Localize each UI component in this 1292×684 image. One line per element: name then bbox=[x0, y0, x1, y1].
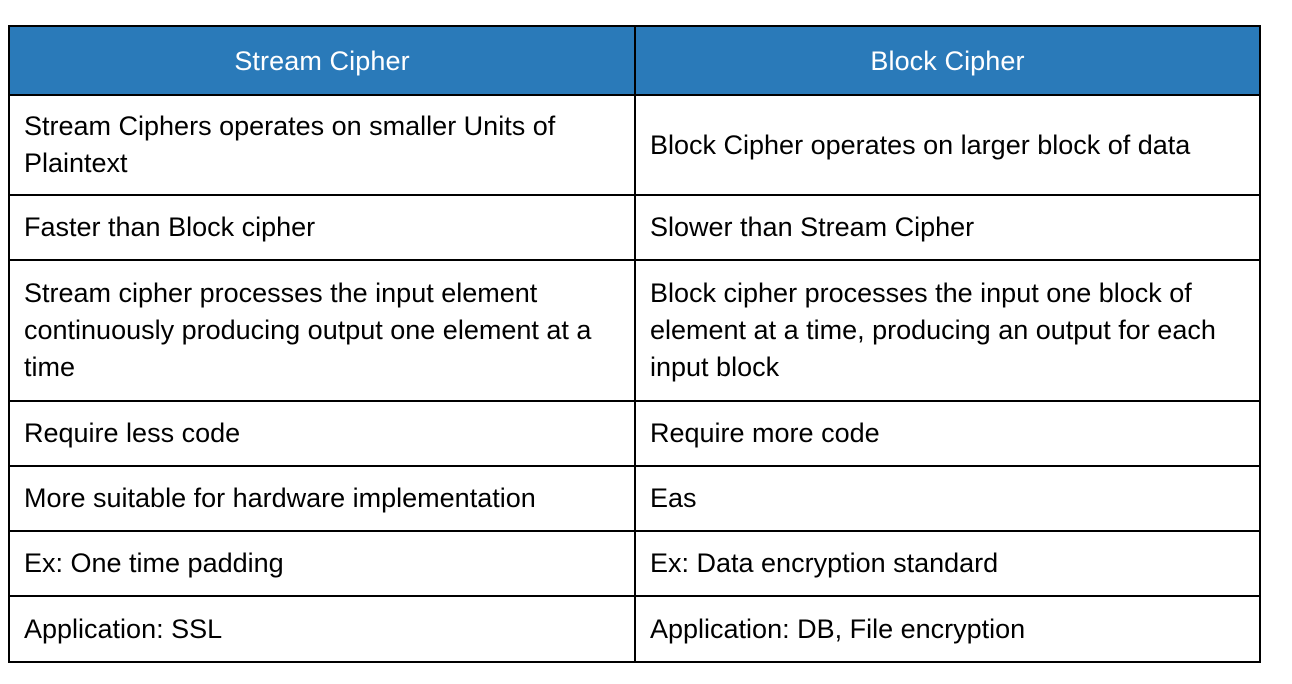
column-header-stream-cipher-label: Stream Cipher bbox=[234, 45, 410, 76]
column-header-block-cipher-label: Block Cipher bbox=[870, 45, 1025, 76]
cell-stream-5-text: More suitable for hardware implementatio… bbox=[24, 483, 536, 514]
cell-stream-5: More suitable for hardware implementatio… bbox=[8, 465, 636, 533]
cell-stream-3-text: Stream cipher processes the input elemen… bbox=[24, 278, 592, 383]
cell-block-3: Block cipher processes the input one blo… bbox=[634, 259, 1261, 403]
cell-block-1-text: Block Cipher operates on larger block of… bbox=[650, 129, 1191, 160]
cell-block-5: Eas bbox=[634, 465, 1261, 533]
cell-stream-2-text: Faster than Block cipher bbox=[24, 212, 316, 243]
cell-block-6-text: Ex: Data encryption standard bbox=[650, 548, 999, 579]
table-row: Faster than Block cipher Slower than Str… bbox=[8, 194, 1261, 262]
cell-stream-2: Faster than Block cipher bbox=[8, 194, 636, 262]
cell-block-6: Ex: Data encryption standard bbox=[634, 530, 1261, 598]
cell-stream-4-text: Require less code bbox=[24, 418, 241, 449]
cell-block-2-text: Slower than Stream Cipher bbox=[650, 212, 975, 243]
table-row: Stream cipher processes the input elemen… bbox=[8, 259, 1261, 403]
cell-stream-6-text: Ex: One time padding bbox=[24, 548, 284, 579]
stream-vs-block-cipher-table: Stream Cipher Block Cipher Stream Cipher… bbox=[8, 25, 1261, 663]
cell-block-1: Block Cipher operates on larger block of… bbox=[634, 93, 1261, 197]
cell-stream-1-text: Stream Ciphers operates on smaller Units… bbox=[24, 111, 556, 179]
cell-stream-4: Require less code bbox=[8, 400, 636, 468]
cell-stream-6: Ex: One time padding bbox=[8, 530, 636, 598]
table-header-row: Stream Cipher Block Cipher bbox=[8, 25, 1261, 96]
cell-block-3-text: Block cipher processes the input one blo… bbox=[650, 278, 1216, 383]
column-header-block-cipher: Block Cipher bbox=[634, 25, 1261, 96]
cell-block-7-text: Application: DB, File encryption bbox=[650, 613, 1026, 644]
cell-stream-1: Stream Ciphers operates on smaller Units… bbox=[8, 93, 636, 197]
cell-block-4: Require more code bbox=[634, 400, 1261, 468]
cell-block-7: Application: DB, File encryption bbox=[634, 595, 1261, 663]
cell-stream-3: Stream cipher processes the input elemen… bbox=[8, 259, 636, 403]
table-row: Stream Ciphers operates on smaller Units… bbox=[8, 93, 1261, 197]
table-row: Require less code Require more code bbox=[8, 400, 1261, 468]
cell-block-2: Slower than Stream Cipher bbox=[634, 194, 1261, 262]
table-body: Stream Ciphers operates on smaller Units… bbox=[8, 93, 1261, 663]
table-row: More suitable for hardware implementatio… bbox=[8, 465, 1261, 533]
cell-stream-7: Application: SSL bbox=[8, 595, 636, 663]
cell-block-4-text: Require more code bbox=[650, 418, 880, 449]
table-row: Application: SSL Application: DB, File e… bbox=[8, 595, 1261, 663]
comparison-table-container: Stream Cipher Block Cipher Stream Cipher… bbox=[8, 25, 1261, 663]
cell-stream-7-text: Application: SSL bbox=[24, 613, 223, 644]
cell-block-5-text: Eas bbox=[650, 483, 697, 514]
table-header: Stream Cipher Block Cipher bbox=[8, 25, 1261, 96]
table-row: Ex: One time padding Ex: Data encryption… bbox=[8, 530, 1261, 598]
column-header-stream-cipher: Stream Cipher bbox=[8, 25, 636, 96]
